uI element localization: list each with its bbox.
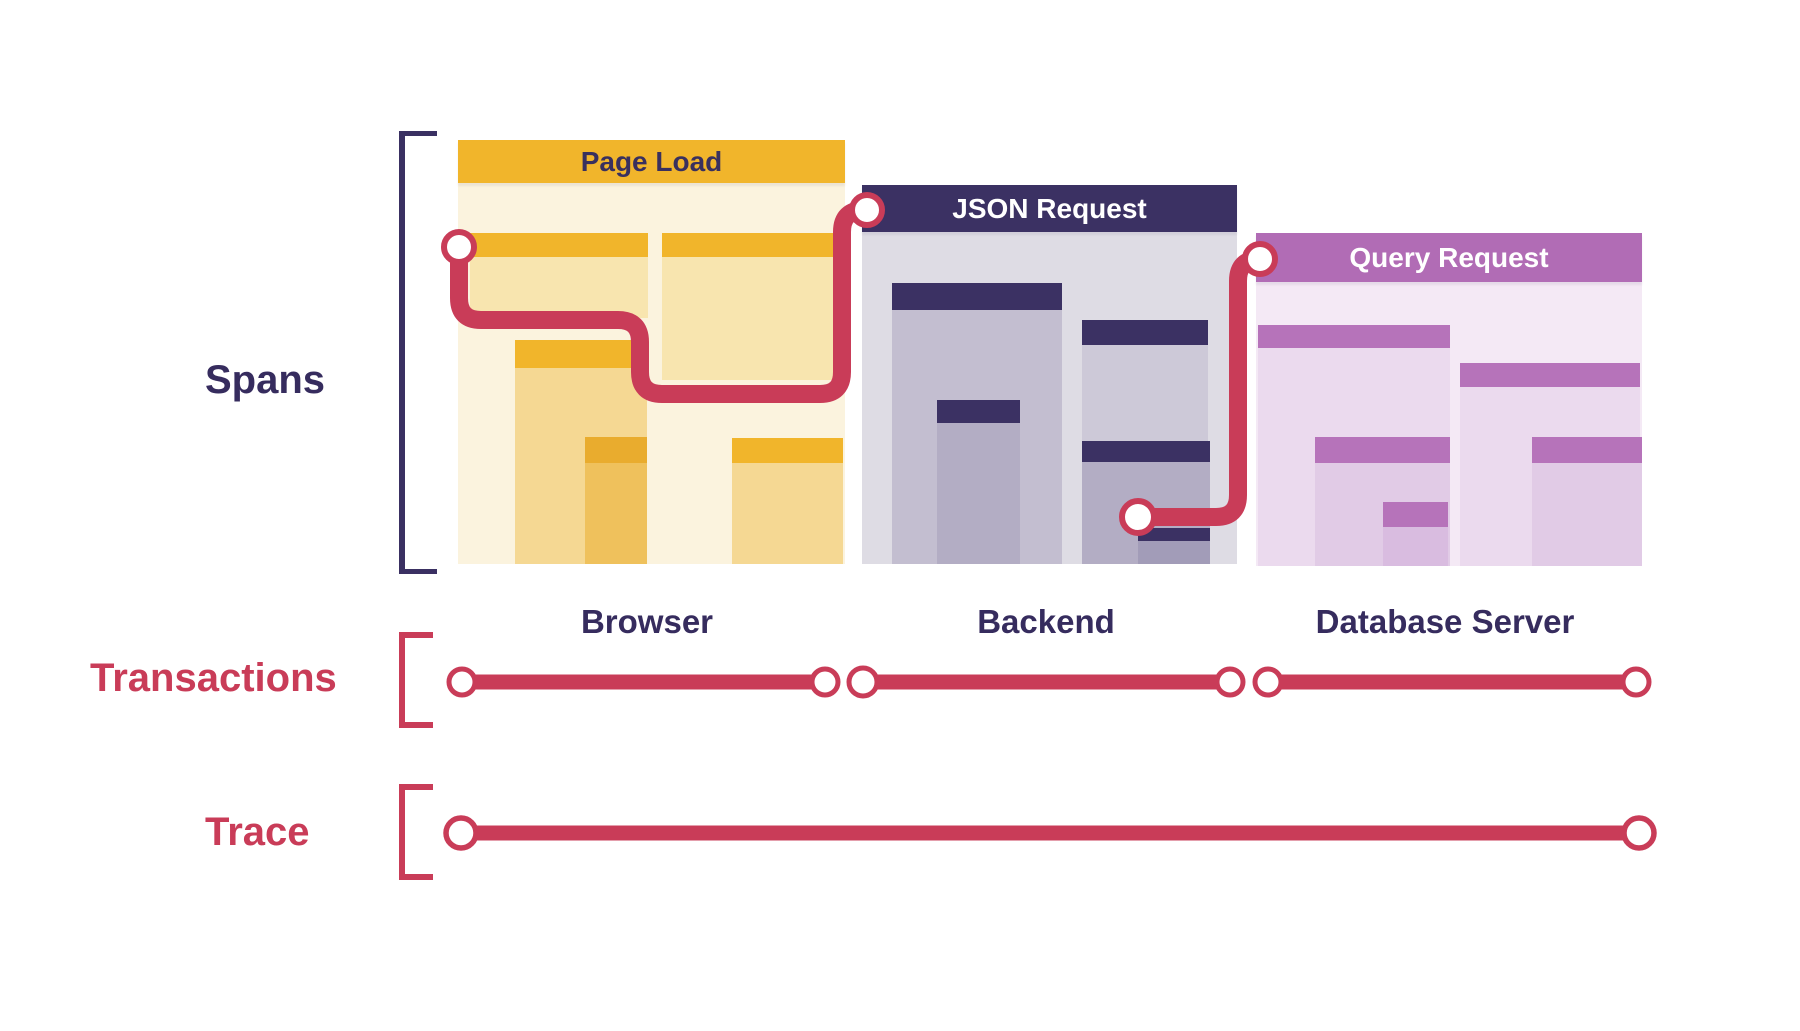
service-label-browser: Browser — [580, 603, 714, 640]
query-request-panel-header: Query Request — [1256, 233, 1642, 282]
span-bar-body — [1138, 541, 1210, 564]
span-bar-header — [1082, 441, 1210, 462]
spans-bracket — [399, 131, 437, 574]
transaction-node-database-start — [1252, 666, 1284, 698]
span-bar-body — [732, 463, 843, 564]
transaction-node-backend-start — [846, 665, 880, 699]
span-bar-header — [732, 438, 843, 463]
span-bar-body — [470, 257, 648, 318]
span-bar-header — [1383, 502, 1448, 527]
transaction-node-database-end — [1620, 666, 1652, 698]
trace-node-end — [1621, 815, 1657, 851]
page-load-panel: Page Load — [458, 140, 845, 564]
transaction-node-browser-end — [809, 666, 841, 698]
span-bar-body — [662, 257, 843, 380]
span-bar-header — [937, 400, 1020, 423]
page-load-panel-header: Page Load — [458, 140, 845, 183]
span-bar-body — [937, 423, 1020, 564]
span-bar-header — [1258, 325, 1450, 348]
service-label-backend: Backend — [977, 603, 1115, 640]
span-bar-body — [1082, 345, 1208, 441]
transactions-label: Transactions — [90, 656, 337, 700]
trace-bracket — [399, 784, 433, 880]
spans-label: Spans — [205, 358, 326, 402]
transaction-node-browser-start — [446, 666, 478, 698]
trace-label: Trace — [205, 810, 310, 854]
span-bar-header — [662, 233, 843, 257]
span-bar-header — [1082, 320, 1208, 345]
span-bar-header — [585, 437, 647, 463]
trace-node-start — [443, 815, 479, 851]
span-bar-body — [1383, 527, 1448, 566]
service-label-database: Database Server — [1315, 603, 1575, 640]
span-bar-header — [1532, 437, 1642, 463]
json-request-panel: JSON Request — [862, 185, 1237, 564]
json-request-panel-header: JSON Request — [862, 185, 1237, 232]
span-bar-header — [1460, 363, 1640, 387]
span-bar-header — [470, 233, 648, 257]
span-bar-header — [1315, 437, 1450, 463]
query-request-panel: Query Request — [1256, 233, 1642, 566]
span-bar-header — [1138, 528, 1210, 541]
span-bar-body — [1532, 463, 1642, 566]
transactions-bracket — [399, 632, 433, 728]
transaction-node-backend-end — [1214, 666, 1246, 698]
span-bar-body — [585, 463, 647, 564]
span-bar-header — [515, 340, 647, 368]
span-bar-header — [892, 283, 1062, 310]
